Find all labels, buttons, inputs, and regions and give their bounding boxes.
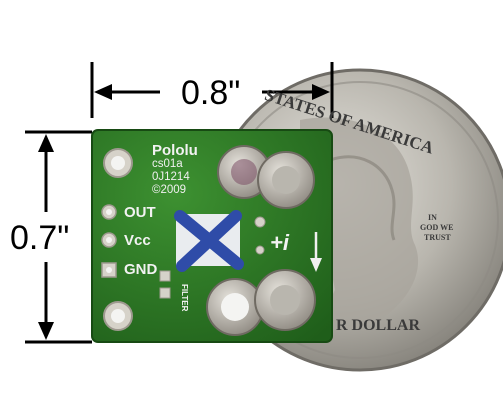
- board-part-line-3: ©2009: [152, 184, 187, 196]
- dimension-lines: [25, 62, 334, 344]
- coin-motto-line-3: TRUST: [424, 233, 451, 242]
- board-part-line-2: 0J1214: [152, 171, 190, 183]
- pin-label-gnd: GND: [124, 261, 158, 278]
- current-symbol: +i: [270, 230, 289, 255]
- board-part-line-1: cs01a: [152, 158, 183, 170]
- board-brand: Pololu: [152, 142, 198, 159]
- width-dimension-label: 0.8": [181, 74, 241, 112]
- coin-motto-line-1: IN: [428, 213, 437, 222]
- coin-bottom-text: R DOLLAR: [336, 317, 421, 334]
- pin-label-vcc: Vcc: [124, 232, 151, 249]
- pcb-board: [91, 129, 333, 343]
- filter-label: FILTER: [180, 284, 189, 312]
- pin-label-out: OUT: [124, 204, 156, 221]
- height-dimension-label: 0.7": [10, 219, 70, 257]
- coin-motto-line-2: GOD WE: [420, 223, 454, 232]
